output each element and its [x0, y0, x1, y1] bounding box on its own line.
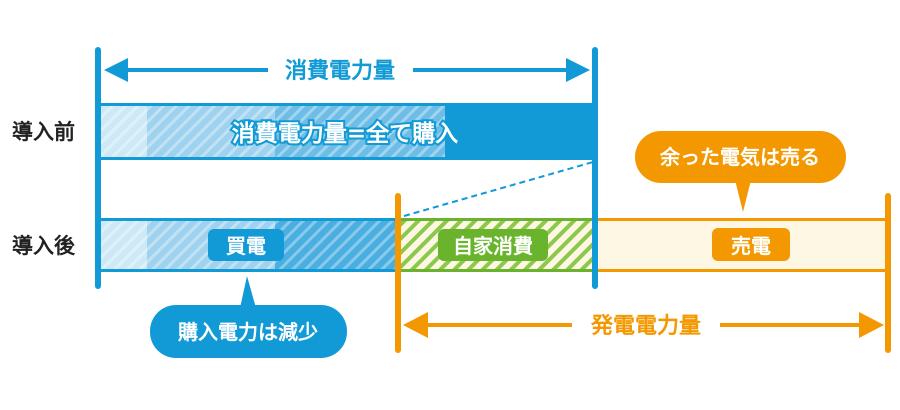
consumption-label: 消費電力量: [285, 59, 395, 84]
before-consumption-bar: [100, 103, 595, 160]
row-label-before: 導入前: [12, 120, 75, 144]
purchase-decrease-text: 購入電力は減少: [178, 320, 318, 344]
sold-badge: [712, 228, 790, 261]
bought-badge: [208, 229, 284, 261]
before-bar-label: 消費電力量=全て購入: [232, 120, 458, 147]
sold-label: 売電: [731, 234, 771, 258]
self-consumption-label: 自家消費: [453, 234, 533, 258]
sell-surplus-text: 余った電気は売る: [659, 145, 820, 169]
purchase-decrease-callout: [150, 276, 347, 358]
self-consumption-badge: [438, 229, 548, 261]
generation-label: 発電電力量: [590, 314, 701, 339]
bought-label: 買電: [226, 234, 266, 258]
dashed-guide-line: [403, 161, 594, 217]
row-label-after: 導入後: [12, 234, 76, 258]
generation-arrow: [403, 312, 884, 338]
sell-surplus-callout: [635, 131, 846, 212]
consumption-arrow: [104, 58, 590, 82]
